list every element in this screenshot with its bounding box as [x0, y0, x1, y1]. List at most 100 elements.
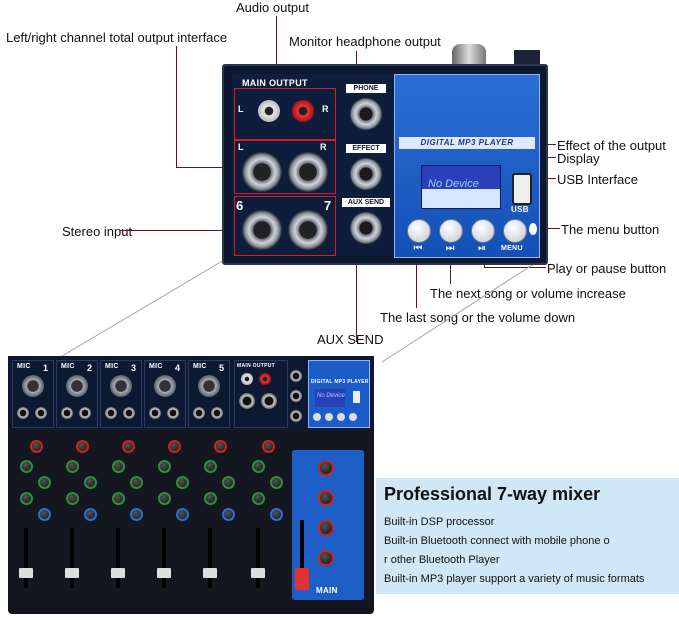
eq-knob[interactable] [112, 492, 125, 505]
xlr-jack[interactable] [22, 375, 44, 397]
phone-level-knob[interactable] [318, 520, 334, 536]
eq-knob[interactable] [84, 476, 97, 489]
menu-button[interactable] [503, 219, 527, 243]
prev-button[interactable] [407, 219, 431, 243]
eq-knob[interactable] [20, 492, 33, 505]
mixer-next-button[interactable] [325, 413, 333, 421]
mixer-usb-port[interactable] [353, 391, 360, 403]
lr-output-leader-h [176, 167, 233, 168]
effect-level-knob[interactable] [318, 490, 334, 506]
gain-knob[interactable] [214, 440, 227, 453]
channel-fader[interactable] [65, 568, 79, 578]
eq-knob[interactable] [176, 476, 189, 489]
aux-knob[interactable] [176, 508, 189, 521]
eq-knob[interactable] [66, 492, 79, 505]
eq-knob[interactable] [270, 476, 283, 489]
aux-knob[interactable] [84, 508, 97, 521]
eq-knob[interactable] [222, 476, 235, 489]
channel-fader[interactable] [203, 568, 217, 578]
mixer-phone-column [288, 360, 306, 426]
aux-knob[interactable] [270, 508, 283, 521]
main-out-left-jack[interactable] [242, 152, 282, 192]
aux-knob[interactable] [130, 508, 143, 521]
stereo-output-box [234, 140, 336, 194]
gain-knob[interactable] [168, 440, 181, 453]
effect-knob[interactable] [318, 460, 334, 476]
switch-housing [514, 50, 540, 64]
stereo-input-callout: Stereo input [62, 224, 133, 239]
ch7-label: 7 [324, 198, 332, 213]
mixer-aux-jack[interactable] [290, 410, 302, 422]
eq-knob[interactable] [204, 460, 217, 473]
eq-knob[interactable] [66, 460, 79, 473]
aux-send-callout: AUX SEND [317, 332, 384, 347]
mixer-phone-jack[interactable] [290, 370, 302, 382]
channel-fader[interactable] [111, 568, 125, 578]
next-song-callout: The next song or volume increase [430, 286, 626, 301]
insert-jack[interactable] [17, 407, 29, 419]
next-icon: ⏭ [445, 243, 455, 254]
mixer-play-button[interactable] [337, 413, 345, 421]
main-out-right-jack[interactable] [288, 152, 328, 192]
eq-knob[interactable] [38, 476, 51, 489]
eq-knob[interactable] [158, 492, 171, 505]
line-jack[interactable] [123, 407, 135, 419]
mixer-out-left[interactable] [239, 393, 255, 409]
channel-fader[interactable] [157, 568, 171, 578]
insert-jack[interactable] [149, 407, 161, 419]
mixer-rca-left[interactable] [241, 373, 253, 385]
line-jack[interactable] [167, 407, 179, 419]
r-label: R [322, 104, 329, 114]
play-pause-button[interactable] [471, 219, 495, 243]
next-button[interactable] [439, 219, 463, 243]
lr-total-output-callout: Left/right channel total output interfac… [6, 30, 228, 45]
insert-jack[interactable] [193, 407, 205, 419]
mixer-effect-jack[interactable] [290, 390, 302, 402]
mixer-menu-button[interactable] [349, 413, 357, 421]
xlr-jack[interactable] [198, 375, 220, 397]
eq-knob[interactable] [130, 476, 143, 489]
mixer-main-output: MAIN OUTPUT [234, 360, 288, 428]
gain-knob[interactable] [122, 440, 135, 453]
xlr-jack[interactable] [66, 375, 88, 397]
gain-knob[interactable] [30, 440, 43, 453]
gain-knob[interactable] [76, 440, 89, 453]
master-fader[interactable] [295, 568, 309, 590]
channel-number: 1 [43, 363, 49, 373]
channel-fader[interactable] [251, 568, 265, 578]
last-leader [416, 236, 417, 308]
insert-jack[interactable] [105, 407, 117, 419]
gain-knob[interactable] [262, 440, 275, 453]
effect-jack[interactable] [350, 158, 382, 190]
phone-jack[interactable] [350, 98, 382, 130]
mixer-out-right[interactable] [261, 393, 277, 409]
aux-knob[interactable] [222, 508, 235, 521]
usb-port[interactable] [512, 173, 532, 205]
line-jack[interactable] [79, 407, 91, 419]
aux-send-jack[interactable] [350, 212, 382, 244]
mixer-prev-button[interactable] [313, 413, 321, 421]
aux-knob[interactable] [38, 508, 51, 521]
prev-icon: ⏮ [413, 243, 423, 254]
rca-right-jack[interactable] [292, 100, 314, 122]
eq-knob[interactable] [252, 460, 265, 473]
info-title: Professional 7-way mixer [384, 484, 601, 504]
eq-knob[interactable] [158, 460, 171, 473]
eq-knob[interactable] [112, 460, 125, 473]
rca-left-jack[interactable] [258, 100, 280, 122]
mixer-rca-right[interactable] [259, 373, 271, 385]
xlr-jack[interactable] [154, 375, 176, 397]
eq-knob[interactable] [20, 460, 33, 473]
insert-jack[interactable] [61, 407, 73, 419]
xlr-jack[interactable] [110, 375, 132, 397]
channel-fader[interactable] [19, 568, 33, 578]
main-level-knob[interactable] [318, 550, 334, 566]
eq-knob[interactable] [252, 492, 265, 505]
eq-knob[interactable] [204, 492, 217, 505]
master-section: MAIN [292, 450, 364, 600]
stereo-input-jack-6[interactable] [242, 210, 282, 250]
line-jack[interactable] [211, 407, 223, 419]
stereo-input-jack-7[interactable] [288, 210, 328, 250]
line-jack[interactable] [35, 407, 47, 419]
